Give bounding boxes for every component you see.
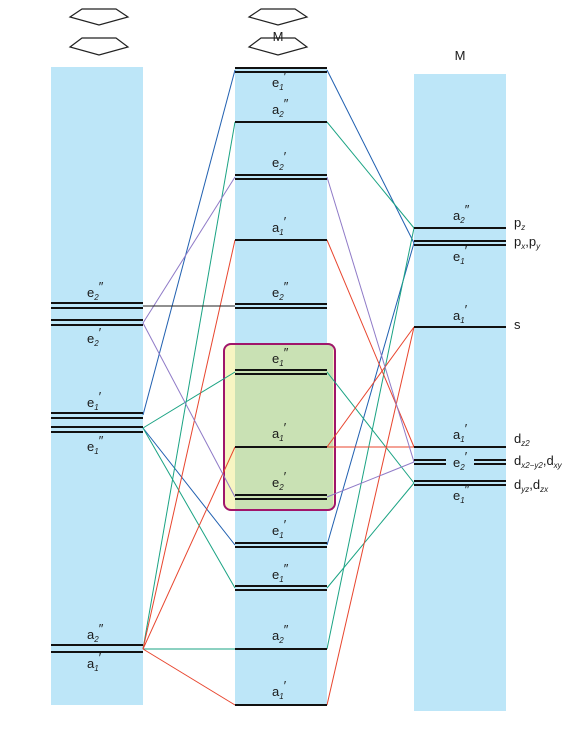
level-label: a2″ xyxy=(272,96,289,119)
energy-levels xyxy=(51,67,506,706)
level-label: a1′ xyxy=(453,302,468,325)
orbital-label-s: s xyxy=(514,317,521,332)
correlation-lines xyxy=(142,69,415,706)
right-metal-column xyxy=(414,74,506,711)
level-label: e1″ xyxy=(272,561,289,584)
orbital-label-dyz-dzx: dyz,dzx xyxy=(514,477,549,494)
level-label: e2″ xyxy=(272,279,289,302)
level-label: e1″ xyxy=(453,482,470,505)
level-label: e2″ xyxy=(87,279,104,302)
frontier-orbitals-box xyxy=(223,343,336,511)
level-label: a2″ xyxy=(453,202,470,225)
level-label: e2′ xyxy=(87,325,102,348)
level-label: a1′ xyxy=(87,650,102,673)
level-label: e1″ xyxy=(272,345,289,368)
level-label: e2′ xyxy=(453,449,468,472)
level-label: e2′ xyxy=(272,149,287,172)
orbital-label-pxpy: px,py xyxy=(514,234,541,251)
level-label: a2″ xyxy=(272,622,289,645)
level-label: a1′ xyxy=(272,420,287,443)
orbital-label-dz2: dz2 xyxy=(514,431,530,448)
level-label: a2″ xyxy=(87,621,104,644)
pentagon-icon xyxy=(68,8,309,56)
level-label: e1′ xyxy=(272,517,287,540)
level-label: e1′ xyxy=(272,69,287,92)
level-label: e1′ xyxy=(87,389,102,412)
level-label: a1′ xyxy=(272,214,287,237)
level-label: a1′ xyxy=(453,421,468,444)
orbital-label-dx2y2-dxy: dx2−y2,dxy xyxy=(514,453,563,470)
middle-metal-label: M xyxy=(273,29,284,44)
level-label: e1′ xyxy=(453,243,468,266)
left-ligand-column xyxy=(51,67,143,705)
level-label: e2′ xyxy=(272,469,287,492)
right-metal-label: M xyxy=(455,48,466,63)
level-label: a1′ xyxy=(272,678,287,701)
level-label: e1″ xyxy=(87,433,104,456)
orbital-label-pz: pz xyxy=(514,215,525,232)
